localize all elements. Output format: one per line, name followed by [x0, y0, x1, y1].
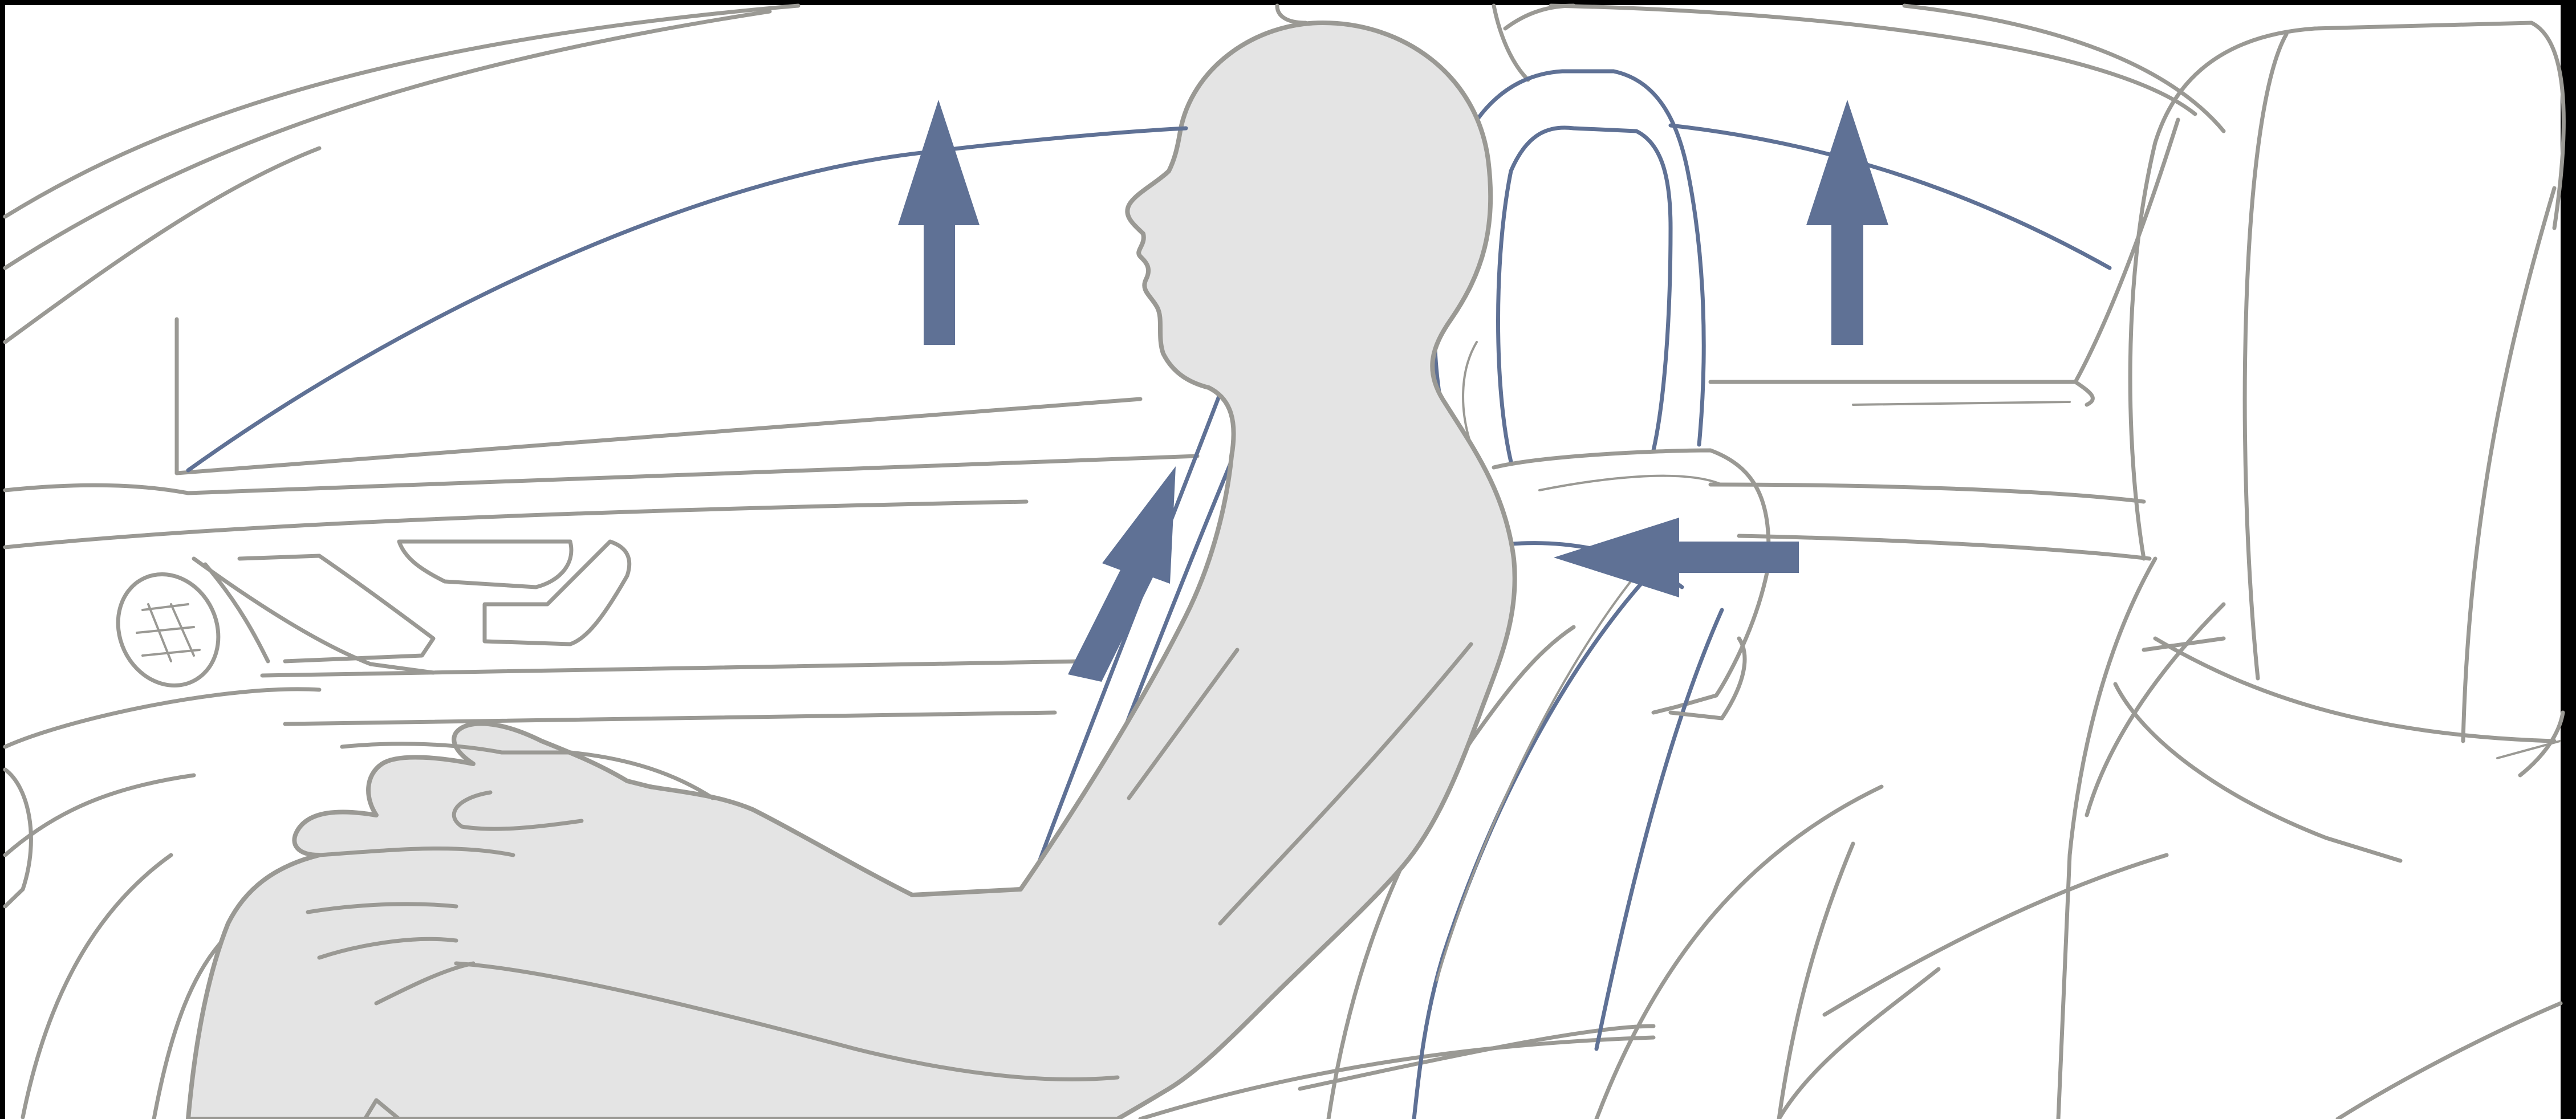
seat-occupant-illustration — [0, 0, 2576, 1119]
